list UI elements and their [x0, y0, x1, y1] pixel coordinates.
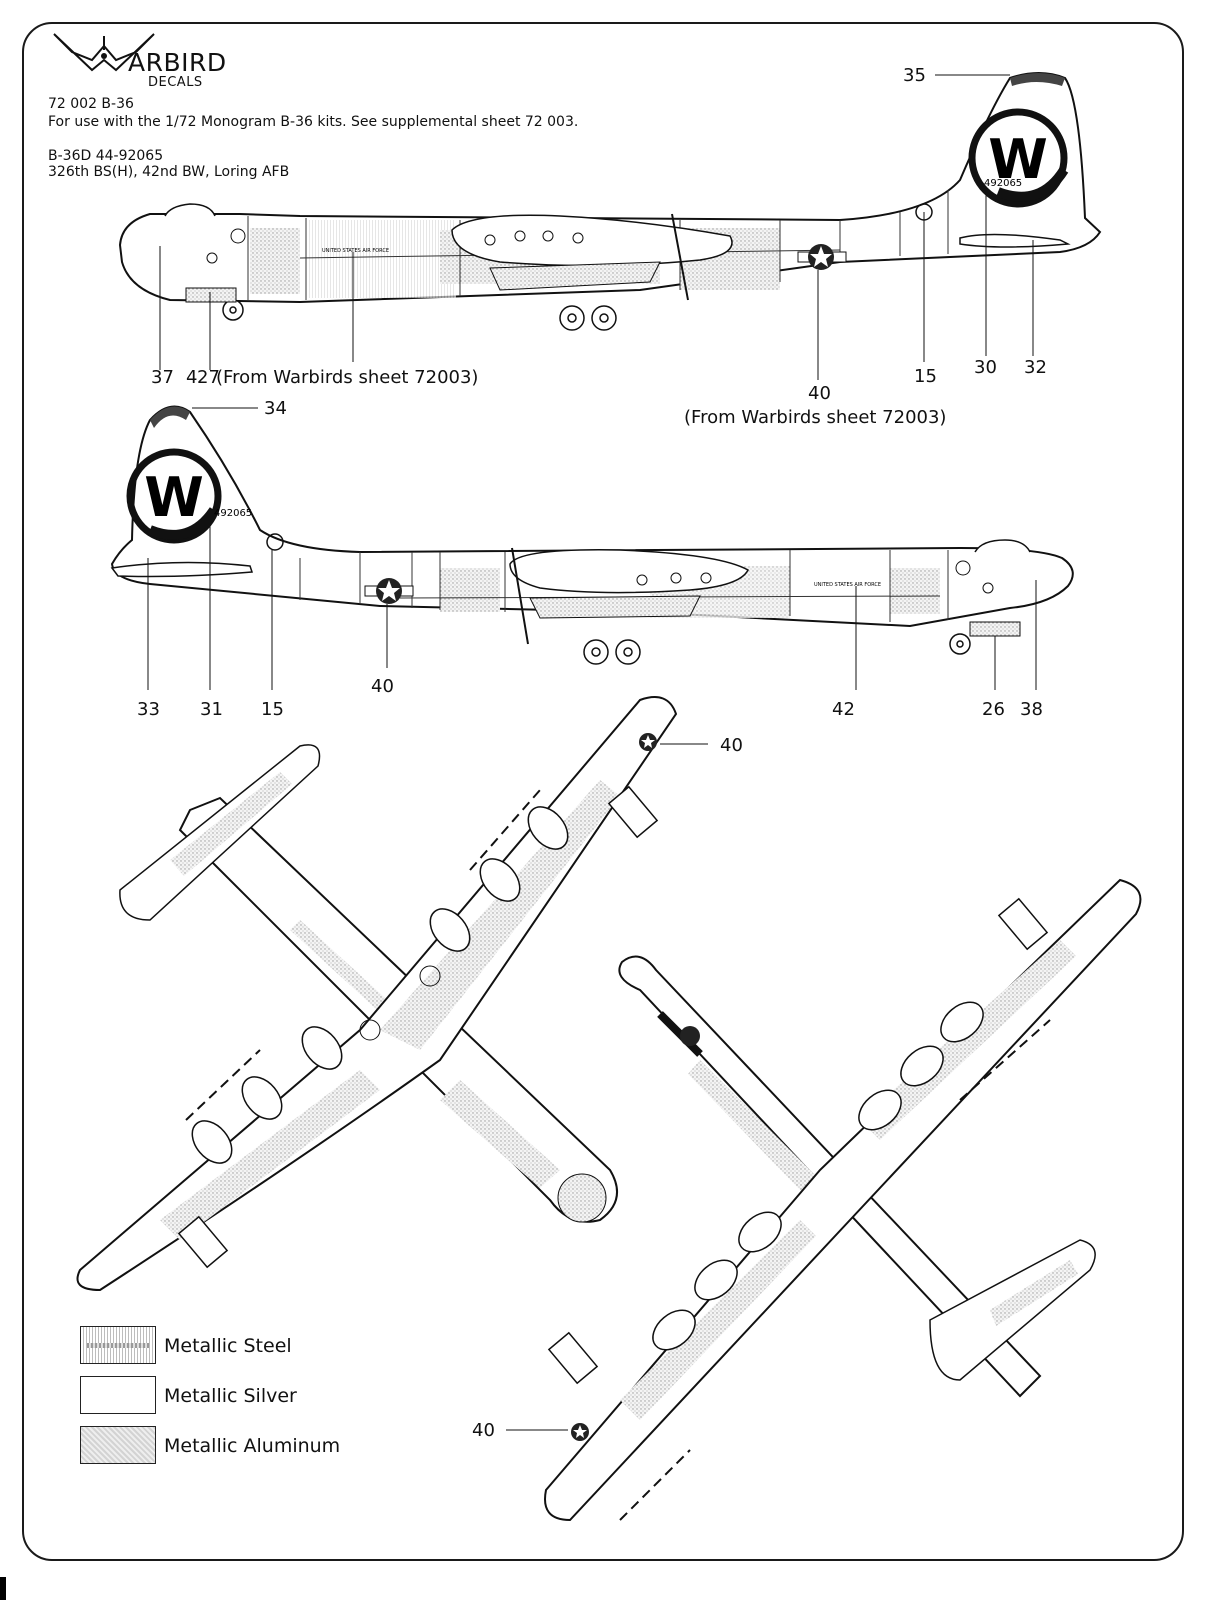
callout-15-side1: 15 — [914, 366, 937, 387]
callout-15-side2: 15 — [261, 699, 284, 720]
usaf-text-1: UNITED STATES AIR FORCE — [322, 248, 389, 254]
legend-label-silver: Metallic Silver — [164, 1385, 297, 1407]
callout-40-side2: 40 — [371, 676, 394, 697]
fuselage-outline-2 — [110, 405, 1074, 628]
legend-label-aluminum: Metallic Aluminum — [164, 1435, 341, 1457]
callout-33: 33 — [137, 699, 160, 720]
callout-40-plan-bottom: 40 — [472, 1420, 495, 1441]
callout-34: 34 — [264, 398, 287, 419]
scan-edge — [0, 1577, 6, 1600]
from-sheet-note-1: (From Warbirds sheet 72003) — [216, 367, 479, 388]
legend-swatch-aluminum — [80, 1426, 156, 1464]
usaf-text-2: UNITED STATES AIR FORCE — [814, 582, 881, 588]
sheet-number: 72 002 B-36 — [48, 96, 134, 112]
logo-subtitle: DECALS — [148, 75, 203, 90]
page-border — [22, 22, 1184, 1561]
star-bar-insignia-2 — [364, 578, 414, 604]
tail-serial-2: 492065 — [214, 508, 252, 519]
callout-26: 26 — [982, 699, 1005, 720]
tail-letter: W — [988, 128, 1048, 191]
callout-38: 38 — [1020, 699, 1043, 720]
top-view — [76, 696, 708, 1292]
callout-32: 32 — [1024, 357, 1047, 378]
from-sheet-note-2: (From Warbirds sheet 72003) — [684, 407, 947, 428]
legend-swatch-steel — [80, 1326, 156, 1364]
bottom-view — [506, 878, 1142, 1522]
tail-serial: 492065 — [984, 178, 1022, 189]
kit-note: For use with the 1/72 Monogram B-36 kits… — [48, 114, 579, 130]
logo-text: ARBIRD — [128, 48, 227, 77]
aircraft-id: B-36D 44-92065 — [48, 148, 164, 164]
right-side-profile: W 492065 UNITED STATES AIR FORCE — [110, 405, 1074, 690]
unit-info: 326th BS(H), 42nd BW, Loring AFB — [48, 164, 290, 180]
callout-40-plan-top: 40 — [720, 735, 743, 756]
callout-30: 30 — [974, 357, 997, 378]
callout-37: 37 — [151, 367, 174, 388]
callout-4: 4 — [186, 367, 198, 388]
tail-letter-2: W — [144, 466, 204, 529]
callout-31: 31 — [200, 699, 223, 720]
callout-42: 42 — [832, 699, 855, 720]
callout-40-side1: 40 — [808, 383, 831, 404]
legend-label-steel: Metallic Steel — [164, 1335, 292, 1357]
callout-35: 35 — [903, 65, 926, 86]
legend-swatch-silver — [80, 1376, 156, 1414]
wing-insignia-top — [639, 733, 657, 751]
left-side-profile: W 492065 UNITED STATES AIR FORCE — [118, 72, 1102, 380]
plan-views — [76, 696, 1142, 1522]
warbird-logo-icon — [53, 33, 155, 72]
star-bar-insignia-1 — [797, 244, 847, 270]
wing-insignia-bottom — [571, 1423, 589, 1441]
callout-27: 27 — [197, 367, 220, 388]
